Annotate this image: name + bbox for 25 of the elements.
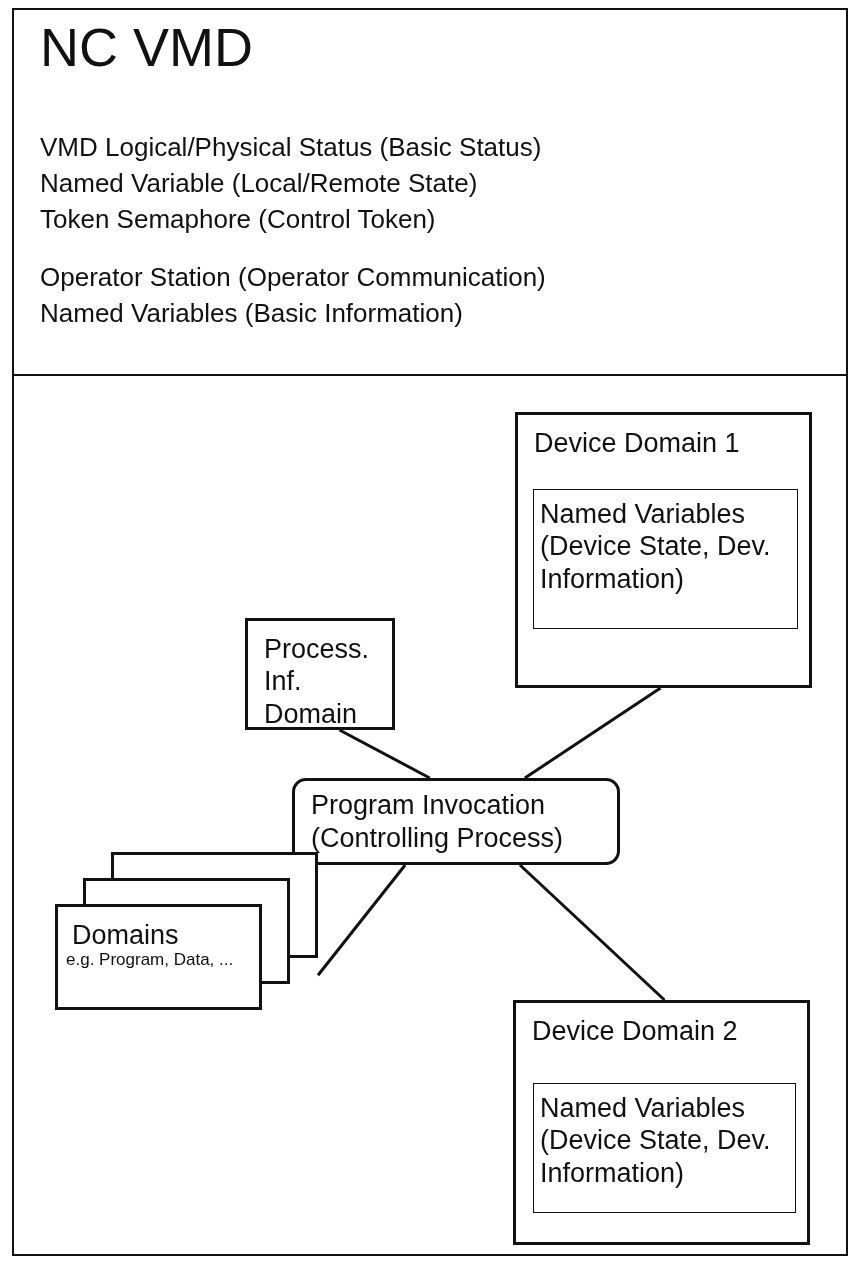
attribute-text: Token Semaphore (Control Token) bbox=[40, 204, 436, 236]
attribute-text: Named Variable (Local/Remote State) bbox=[40, 168, 478, 200]
attribute-text: VMD Logical/Physical Status (Basic Status) bbox=[40, 132, 542, 164]
connector-line bbox=[338, 728, 431, 780]
domain-box bbox=[245, 618, 395, 730]
inner-box bbox=[533, 1083, 796, 1213]
node-label: Device Domain 1 bbox=[534, 427, 741, 460]
node-label: Domains bbox=[72, 919, 180, 952]
connector-line bbox=[524, 686, 662, 780]
node-label: Named Variables (Device State, Dev. Information) bbox=[540, 498, 772, 596]
connector-line bbox=[316, 864, 407, 977]
node-label: Named Variables (Device State, Dev. Information) bbox=[540, 1092, 772, 1190]
node-sublabel: e.g. Program, Data, ... bbox=[66, 951, 235, 970]
node-label: Device Domain 2 bbox=[532, 1015, 739, 1048]
stacked-domain-cards bbox=[55, 852, 318, 1010]
domain-box bbox=[513, 1000, 810, 1245]
attribute-text: Named Variables (Basic Information) bbox=[40, 298, 463, 330]
attribute-text: Operator Station (Operator Communication) bbox=[40, 262, 546, 294]
diagram-title: NC VMD bbox=[40, 18, 253, 78]
domain-box bbox=[515, 412, 812, 688]
inner-box bbox=[533, 489, 798, 629]
node-label: Program Invocation (Controlling Process) bbox=[311, 789, 565, 854]
node-label: Process. Inf. Domain bbox=[264, 633, 371, 731]
process-rounded-box bbox=[292, 778, 620, 865]
connector-line bbox=[518, 863, 666, 1002]
